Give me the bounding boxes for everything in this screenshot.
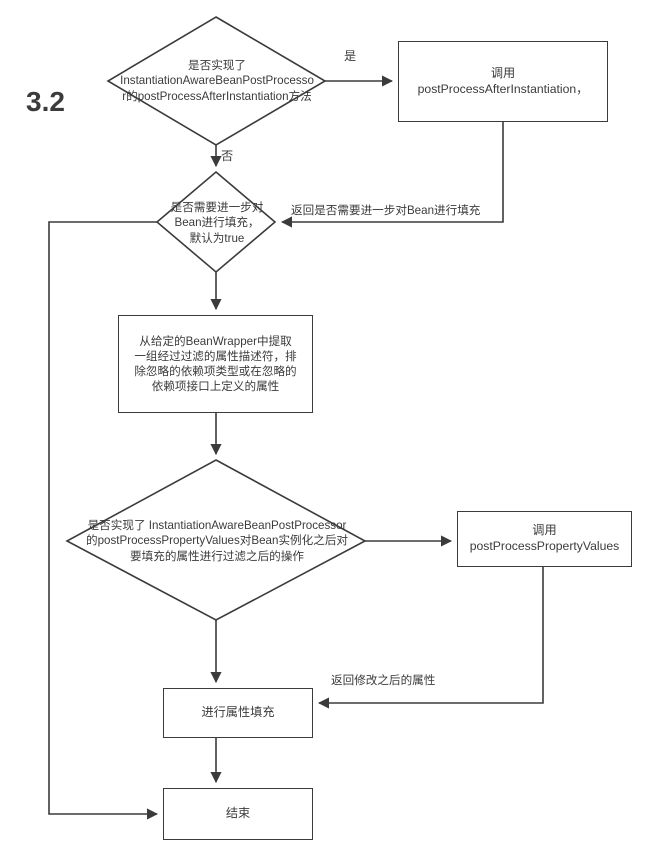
- process-call-post-process-property-values[interactable]: 调用 postProcessPropertyValues: [457, 511, 632, 567]
- edge-label-return-fill: 返回是否需要进一步对Bean进行填充: [291, 204, 481, 217]
- edge-return-modified-properties: [317, 567, 544, 709]
- process-call-post-process-after-instantiation[interactable]: 调用 postProcessAfterInstantiation，: [398, 41, 608, 122]
- edge-label-return-modified-properties: 返回修改之后的属性: [331, 674, 436, 687]
- edge-decision-2-false-to-end: [48, 221, 159, 820]
- process-extract-property-descriptors[interactable]: 从给定的BeanWrapper中提取 一组经过过滤的属性描述符，排 除忽略的依赖…: [118, 315, 313, 413]
- process-populate-properties[interactable]: 进行属性填充: [163, 688, 313, 738]
- edge-return-fill-to-decision-2: [280, 122, 504, 228]
- section-number: 3.2: [26, 86, 65, 117]
- terminator-end[interactable]: 结束: [163, 788, 313, 840]
- decision-3-shape: [65, 459, 367, 621]
- edge-label-no: 否: [221, 149, 234, 163]
- decision-2-shape: [155, 170, 277, 274]
- decision-1-shape: [106, 16, 327, 146]
- edge-label-yes: 是: [344, 49, 357, 63]
